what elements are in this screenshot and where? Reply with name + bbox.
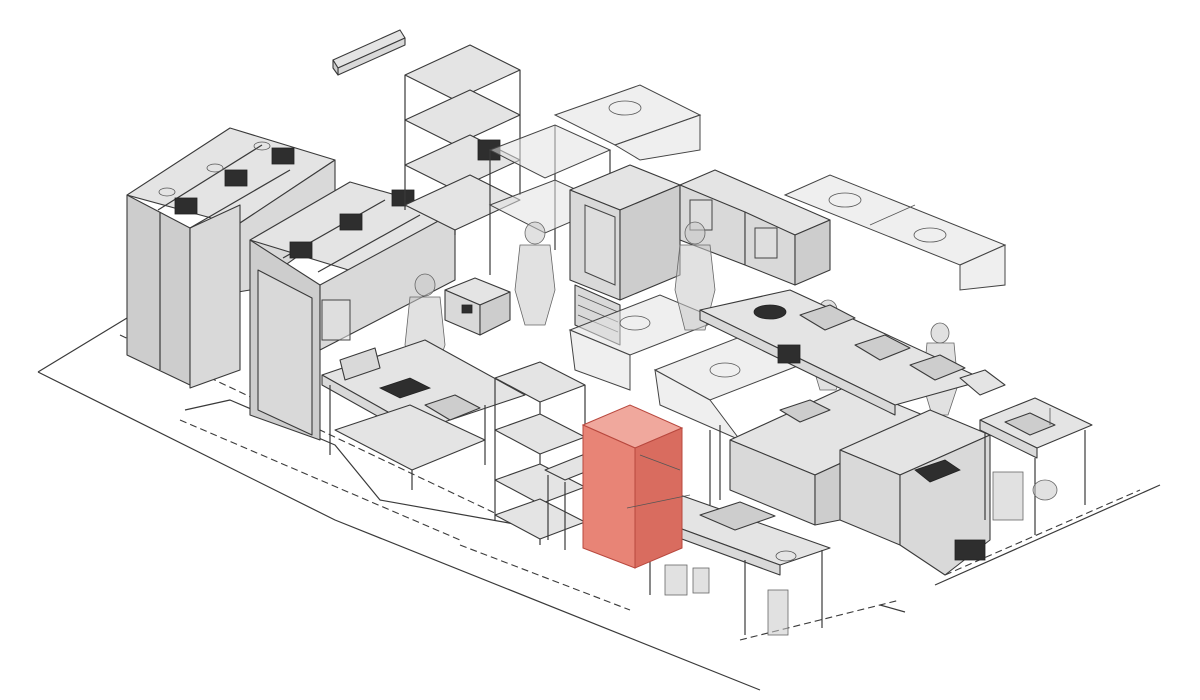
right-sink-table — [979, 397, 1093, 535]
rear-equipment-counter — [699, 289, 1006, 416]
exhaust-hood-right — [783, 174, 1007, 291]
shelving-unit — [404, 44, 521, 235]
prep-table-sink — [321, 339, 526, 490]
storage-rack — [494, 361, 586, 545]
reach-in-refrigerators — [249, 181, 456, 441]
countertop-oven — [444, 277, 511, 336]
tall-refrigerators — [126, 127, 336, 389]
chef-figure-2 — [514, 221, 556, 326]
exhaust-hood-rear — [553, 84, 702, 161]
highlighted-dishwasher — [581, 404, 691, 569]
wall-lamp — [332, 29, 406, 76]
